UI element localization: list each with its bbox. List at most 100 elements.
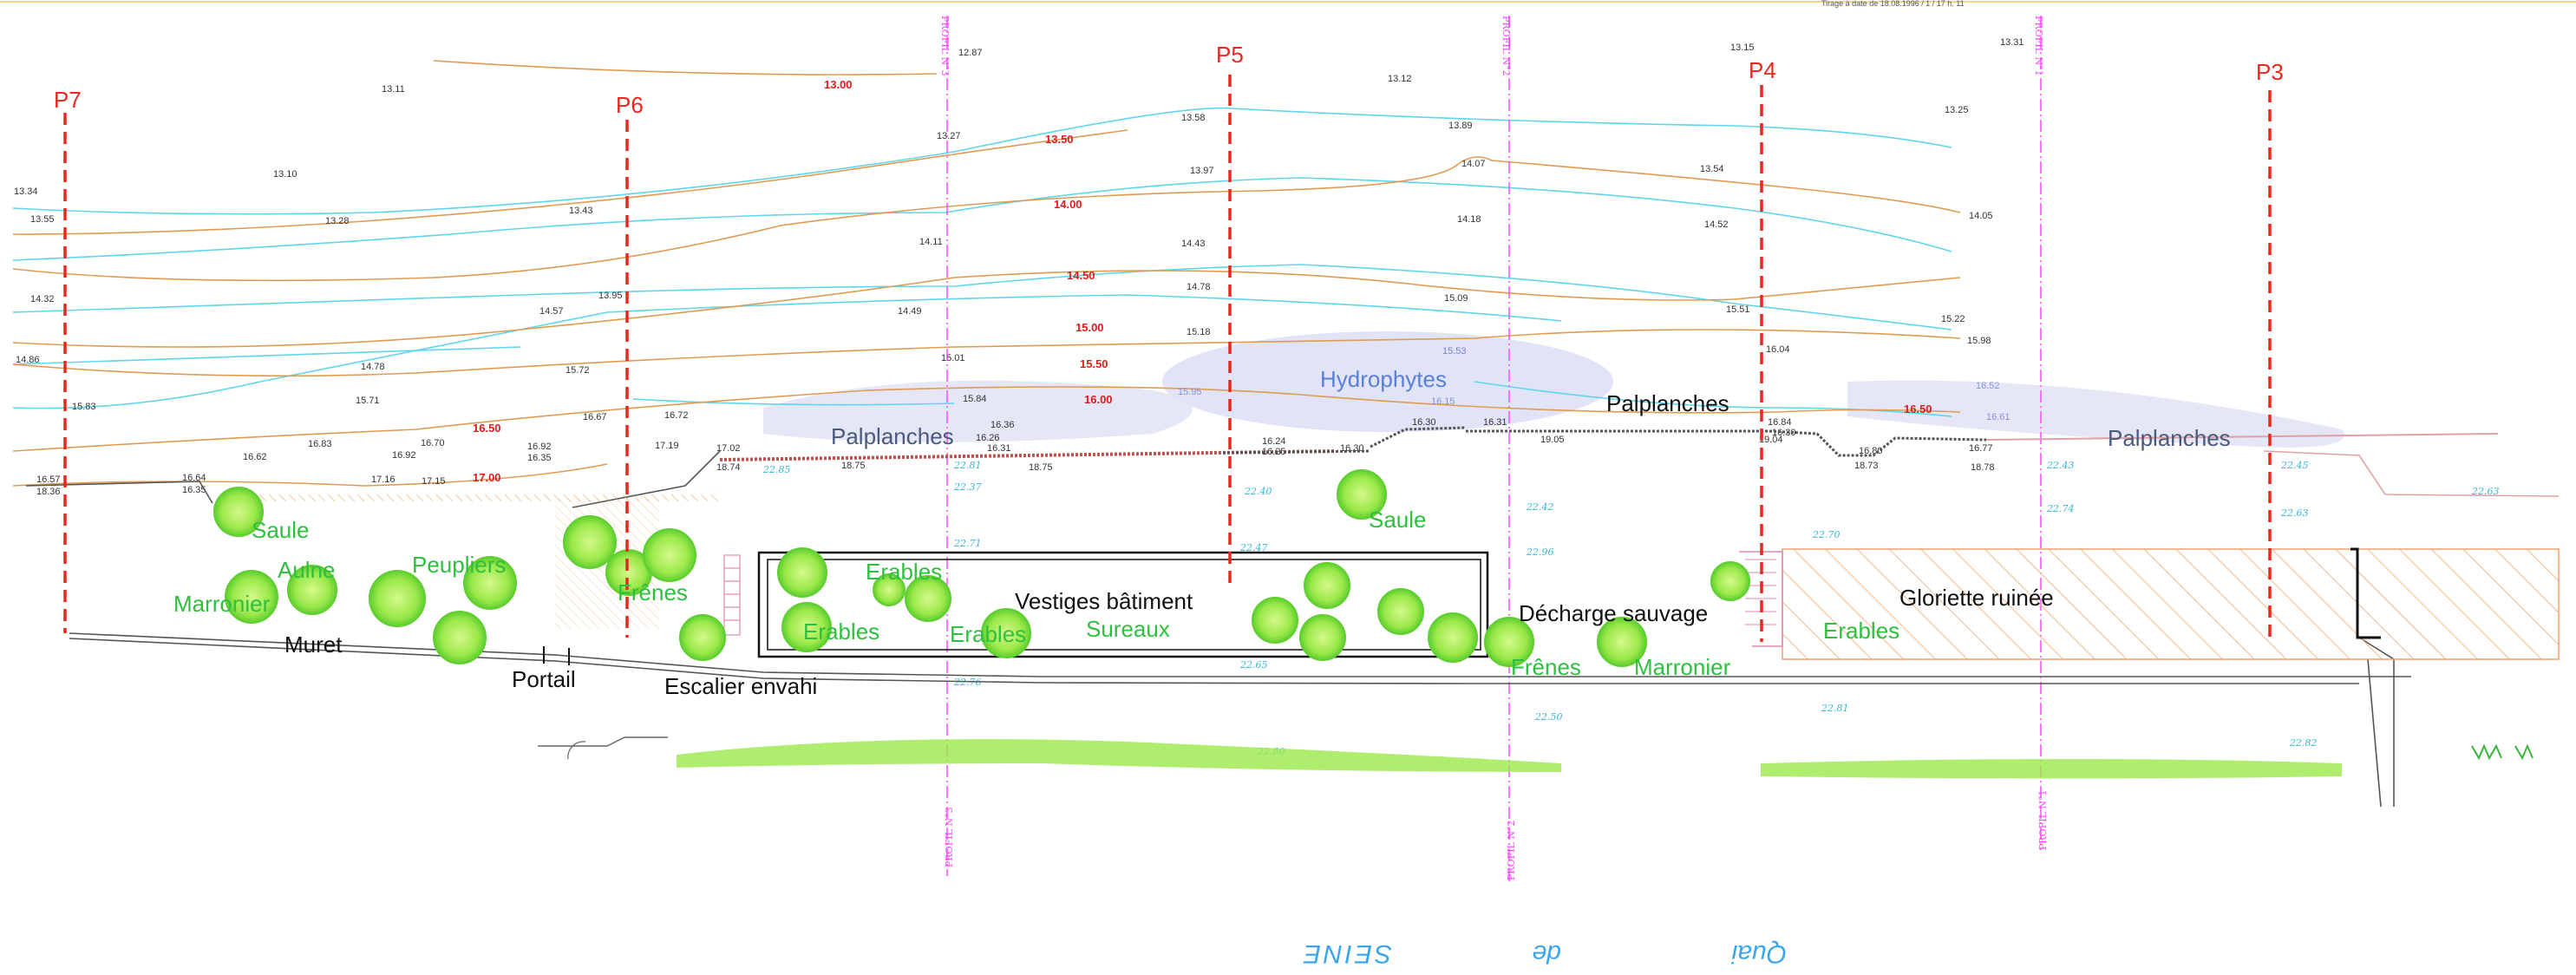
portail-label: Portail: [512, 666, 576, 692]
spot-height: 22.71: [953, 538, 982, 549]
contour-value: 14.50: [1067, 269, 1095, 282]
trees: [213, 469, 1750, 667]
spot-height: 22.37: [953, 481, 982, 493]
spot-height: 22.85: [762, 464, 791, 475]
spot-height: 22.47: [1239, 542, 1268, 553]
spot-height: 14.57: [539, 306, 564, 317]
muret-label: Muret: [284, 631, 343, 658]
contour-lines-orange: [12, 60, 1961, 487]
hydrophyte-zones: [763, 331, 2344, 448]
spot-height: 15.22: [1941, 314, 1965, 324]
profile-label-p4: P4: [1749, 57, 1776, 83]
tree-label: Sureaux: [1086, 616, 1170, 642]
contour-values: 13.00 13.50 14.00 14.50 15.00 15.50 16.0…: [473, 78, 1932, 484]
spot-height: 22.43: [2046, 460, 2075, 471]
spot-height: 16.92: [527, 442, 552, 452]
spot-height: 14.49: [898, 306, 922, 317]
section-label: PROFIL N°2: [1506, 820, 1517, 880]
contour-lines-cyan: [12, 107, 1952, 417]
spot-height: 22.76: [953, 677, 982, 688]
section-label: PROFIL N°3: [939, 16, 951, 76]
feature-labels: Palplanches Palplanches Palplanches Hydr…: [284, 366, 2231, 699]
spot-height: 19.05: [1540, 435, 1565, 445]
tree-label: Erables: [803, 618, 879, 645]
spot-height: 18.36: [36, 487, 61, 497]
spot-height: 16.80: [1859, 446, 1883, 456]
spot-height: 15.83: [72, 402, 96, 412]
spot-height: 15.09: [1444, 293, 1468, 304]
spot-height: 16.92: [392, 450, 416, 461]
spot-height: 16.62: [243, 452, 267, 462]
contour-value: 16.50: [1904, 402, 1932, 416]
spot-height: 13.43: [569, 206, 593, 216]
palplanches-label: Palplanches: [2108, 425, 2231, 451]
section-label: PROFIL N°1: [2037, 789, 2049, 850]
quai-title: Quai de SEINE: [1301, 939, 1787, 968]
spot-height: 22.82: [2289, 737, 2318, 749]
spot-height: 22.81: [953, 460, 982, 471]
spot-height: 16.04: [1766, 344, 1790, 355]
grass-tufts: [2471, 743, 2534, 761]
spot-height: 14.11: [919, 237, 943, 247]
tree-label: Frênes: [1511, 654, 1581, 680]
spot-height: 16.35: [182, 485, 206, 495]
spot-height: 14.07: [1461, 159, 1486, 169]
section-label: PROFIL N°1: [2033, 16, 2044, 76]
spot-height: 16.26: [976, 433, 1000, 443]
profile-label-p7: P7: [54, 87, 82, 113]
contour-value: 13.50: [1045, 133, 1074, 146]
spot-height: 14.05: [1969, 211, 1993, 221]
spot-height: 13.55: [30, 214, 55, 225]
spot-height: 18.74: [716, 462, 741, 473]
contour-value: 13.00: [824, 78, 853, 91]
spot-height: 14.52: [1704, 219, 1729, 230]
vegetation-labels: Saule Aulne Marronier Peupliers Frênes E…: [173, 507, 1899, 680]
spot-height: 22.74: [2046, 503, 2075, 514]
portail-marks: [538, 646, 668, 760]
spot-height: 14.18: [1457, 214, 1481, 225]
hydrophytes-label: Hydrophytes: [1320, 366, 1447, 392]
escalier-label: Escalier envahi: [664, 673, 817, 699]
spot-height: 16.24: [1262, 436, 1286, 447]
spot-height: 13.34: [14, 186, 38, 197]
section-label: PROFIL N°2: [1500, 16, 1512, 76]
spot-height: 16.57: [36, 474, 61, 485]
spot-height: 16.77: [1969, 443, 1993, 454]
profile-labels: P7 P6 P5 P4 P3: [54, 42, 2284, 118]
spot-height: 15.18: [1187, 327, 1211, 337]
contour-value: 17.00: [473, 471, 501, 484]
spot-height: 18.75: [1029, 462, 1053, 473]
gloriette-label: Gloriette ruinée: [1899, 585, 2054, 611]
spot-height: 22.81: [1821, 703, 1849, 714]
header-note: Tirage à date de 18.08.1996 / 1 / 17 h. …: [1821, 0, 1965, 8]
spot-height: 13.95: [598, 291, 623, 301]
spot-height: 16.31: [987, 443, 1011, 454]
spot-height: 16.72: [664, 410, 689, 421]
spot-height: 18.73: [1854, 461, 1879, 471]
palplanches-label: Palplanches: [831, 423, 954, 449]
profile-label-p6: P6: [616, 92, 644, 118]
spot-height: 13.25: [1945, 105, 1969, 115]
spot-height: 15.53: [1442, 346, 1467, 357]
spot-height: 15.95: [1178, 387, 1202, 397]
profile-label-p3: P3: [2256, 59, 2284, 85]
tree-label: Saule: [1369, 507, 1427, 533]
spot-height: 22.63: [2471, 486, 2500, 497]
spot-height: 16.35: [527, 453, 552, 463]
spot-height: 17.15: [422, 476, 446, 487]
spot-height: 13.15: [1730, 43, 1755, 53]
spot-height: 17.19: [655, 441, 679, 451]
spot-height: 18.75: [841, 461, 866, 471]
spot-height: 22.63: [2280, 507, 2309, 519]
spot-height: 13.54: [1700, 164, 1724, 174]
palplanches-label: Palplanches: [1606, 390, 1729, 416]
spot-height: 14.32: [30, 294, 55, 304]
spot-height: 22.42: [1526, 501, 1554, 513]
contour-value: 16.00: [1084, 393, 1113, 406]
spot-height: 22.65: [1239, 659, 1268, 671]
contour-value: 15.00: [1076, 321, 1104, 334]
spot-height: 15.71: [356, 396, 380, 406]
quai-word: de: [1533, 939, 1561, 968]
spot-height: 13.28: [325, 216, 350, 226]
spot-height: 22.50: [1534, 711, 1563, 723]
